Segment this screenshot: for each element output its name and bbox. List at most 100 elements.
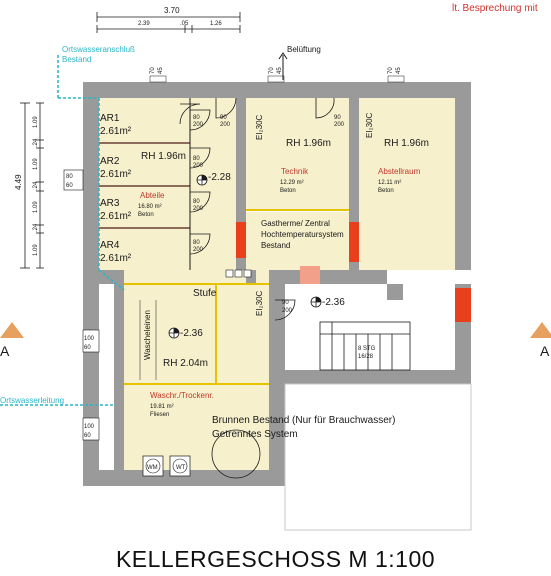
svg-text:2.61m²: 2.61m² (100, 211, 132, 222)
svg-text:12.11 m²: 12.11 m² (378, 180, 401, 186)
svg-text:Abstellraum: Abstellraum (378, 167, 421, 176)
room-technik: RH 1.96m Technik 12.29 m² Beton Gastherm… (261, 138, 344, 250)
svg-text:Bestand: Bestand (261, 241, 290, 250)
svg-text:12.29 m²: 12.29 m² (280, 180, 304, 186)
svg-text:70: 70 (269, 67, 275, 74)
svg-text:1.09: 1.09 (33, 244, 39, 256)
water-connection-label: Ortswasseranschluß (62, 45, 135, 54)
dim-total-width: 3.70 (164, 6, 180, 15)
fire-door-labels: EI₂30C EI₂30C EI₂30C (255, 112, 374, 316)
svg-text:80: 80 (193, 240, 200, 246)
room-abstellraum: RH 1.96m Abstellraum 12.11 m² Beton (378, 138, 429, 194)
svg-text:RH 1.96m: RH 1.96m (141, 151, 186, 162)
stairs-label: 8 STG (358, 346, 376, 352)
opening-left-100-60-a: 100 60 (82, 329, 100, 353)
outdoor-area-outline (284, 383, 472, 531)
level-marker-hall: -2.36 (310, 296, 345, 308)
svg-text:Gastherme/ Zentral: Gastherme/ Zentral (261, 219, 330, 228)
yellow-lines (124, 209, 349, 385)
svg-text:2.61m²: 2.61m² (100, 253, 132, 264)
svg-text:AR3: AR3 (100, 198, 120, 209)
level-marker-abteile (196, 174, 208, 186)
svg-text:.24: .24 (33, 181, 39, 190)
svg-text:200: 200 (193, 206, 204, 212)
svg-text:90: 90 (334, 115, 341, 121)
svg-text:.24: .24 (33, 138, 39, 147)
svg-text:.24: .24 (33, 223, 39, 232)
svg-text:100: 100 (84, 336, 95, 342)
svg-text:RH 1.96m: RH 1.96m (286, 138, 331, 149)
washing-machine: WM (142, 455, 164, 477)
svg-text:200: 200 (282, 308, 293, 314)
svg-text:200: 200 (334, 122, 345, 128)
well-label: Brunnen Bestand (Nur für Brauchwasser) (212, 415, 395, 426)
svg-text:80: 80 (193, 199, 200, 205)
svg-text:EI₂30C: EI₂30C (255, 114, 264, 140)
vent-labels: 70 45 70 45 70 45 (150, 67, 402, 74)
step-squares (225, 269, 252, 278)
top-dimension (96, 12, 241, 33)
section-marker-right: A (530, 322, 551, 359)
svg-text:70: 70 (388, 67, 394, 74)
svg-text:45: 45 (396, 67, 402, 74)
ventilation-label: Belüftung (287, 45, 321, 54)
door-swings (179, 97, 335, 321)
svg-text:60: 60 (84, 345, 91, 351)
room-waschraum: Wascheleinen -2.36 RH 2.04m Waschr./Troc… (139, 300, 214, 418)
svg-text:-2.36: -2.36 (180, 328, 203, 339)
well-circle (211, 429, 261, 479)
note-text: lt. Besprechung mit (452, 3, 538, 14)
svg-text:-2.36: -2.36 (322, 297, 345, 308)
svg-text:45: 45 (277, 67, 283, 74)
dim-seg-1: 2.39 (138, 21, 150, 27)
svg-text:45: 45 (158, 67, 164, 74)
svg-text:Wascheleinen: Wascheleinen (143, 310, 152, 360)
svg-text:Fliesen: Fliesen (150, 412, 169, 418)
outer-walls (83, 82, 471, 486)
svg-text:100: 100 (84, 424, 95, 430)
level-marker-wash (168, 327, 180, 339)
svg-text:RH 1.96m: RH 1.96m (384, 138, 429, 149)
svg-text:Beton: Beton (378, 188, 394, 194)
dim-total-height: 4.49 (14, 174, 23, 190)
storage-cells: AR1 2.61m² AR2 2.61m² AR3 2.61m² AR4 2.6… (100, 113, 132, 264)
storage-partitions (99, 142, 190, 229)
room-abteile: RH 1.96m Abteile 16.80 m² Beton -2.28 (138, 151, 231, 218)
svg-text:Abteile: Abteile (140, 191, 165, 200)
water-pipes (0, 55, 125, 406)
svg-text:AR1: AR1 (100, 113, 120, 124)
drawing-title: KELLERGESCHOSS M 1:100 (115, 546, 436, 572)
opening-left-100-60-b: 100 60 (82, 417, 100, 441)
svg-text:Technik: Technik (281, 167, 309, 176)
svg-text:1.09: 1.09 (33, 201, 39, 213)
ventilation-arrow (278, 52, 288, 80)
svg-text:A: A (0, 343, 10, 359)
svg-text:60: 60 (66, 183, 73, 189)
svg-text:RH 2.04m: RH 2.04m (163, 358, 208, 369)
svg-text:2.61m²: 2.61m² (100, 126, 132, 137)
svg-text:60: 60 (84, 433, 91, 439)
svg-text:A: A (540, 343, 550, 359)
svg-text:90: 90 (282, 300, 289, 306)
svg-text:AR4: AR4 (100, 240, 120, 251)
opening-left-80-60: 80 60 (63, 169, 84, 191)
svg-text:200: 200 (193, 247, 204, 253)
door-labels: 80 200 90 200 80 200 80 200 80 200 90 20… (193, 115, 345, 314)
water-connection-label-2: Bestand (62, 55, 91, 64)
svg-text:2.61m²: 2.61m² (100, 169, 132, 180)
svg-text:80: 80 (66, 174, 73, 180)
svg-text:70: 70 (150, 67, 156, 74)
svg-text:Hochtemperatursystem: Hochtemperatursystem (261, 230, 344, 239)
svg-text:Beton: Beton (280, 188, 296, 194)
svg-text:Waschr./Trockenr.: Waschr./Trockenr. (150, 391, 214, 400)
svg-text:80: 80 (193, 156, 200, 162)
svg-text:EI₂30C: EI₂30C (255, 290, 264, 316)
svg-text:16.80 m²: 16.80 m² (138, 204, 162, 210)
svg-text:200: 200 (193, 122, 204, 128)
svg-text:90: 90 (220, 115, 227, 121)
dim-seg-2: .05 (180, 21, 189, 27)
left-dimension (20, 102, 44, 269)
section-marker-left: A (0, 322, 24, 359)
svg-text:WT: WT (176, 465, 186, 471)
